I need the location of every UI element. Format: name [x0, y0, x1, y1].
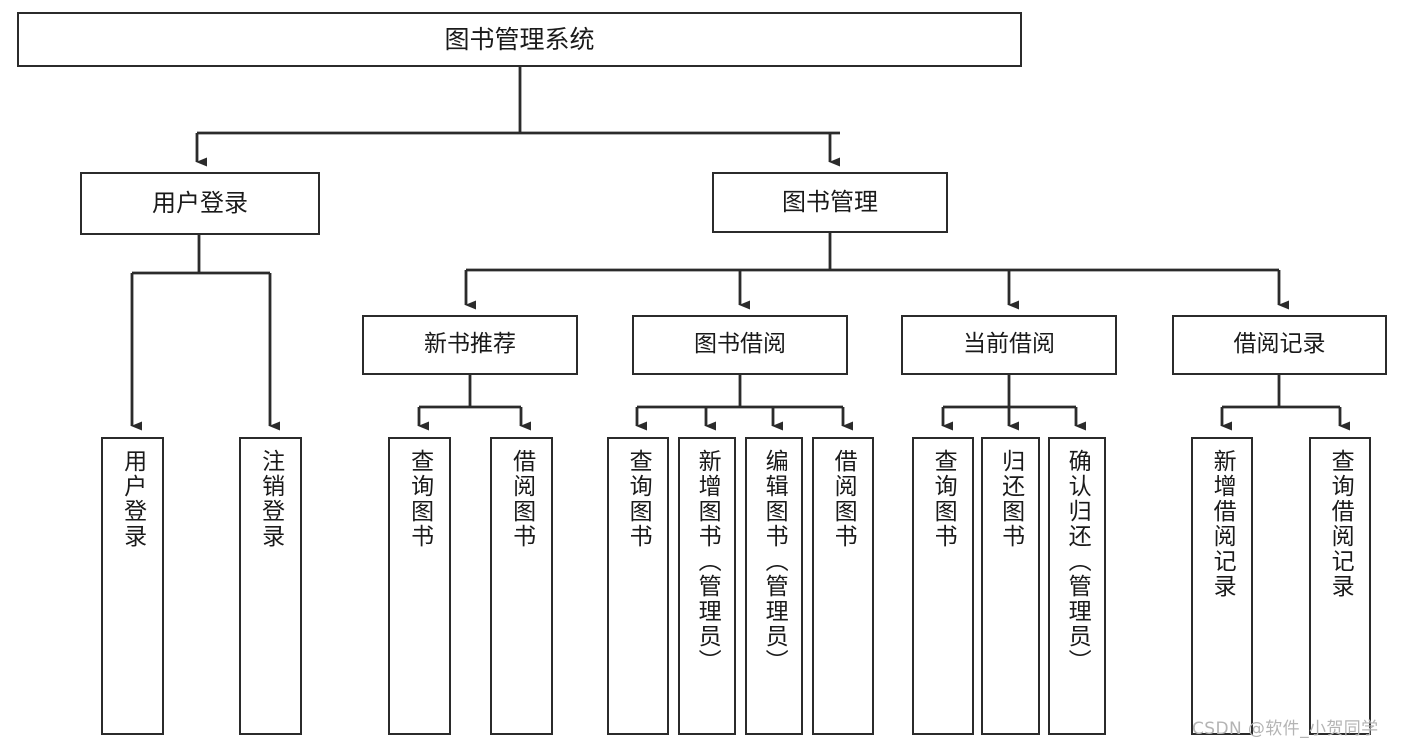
- node-user-login[interactable]: 用户登录: [80, 172, 320, 235]
- leaf-edit-book-label: 编辑图书（管理员）: [761, 449, 788, 674]
- leaf-add-book-label: 新增图书（管理员）: [694, 449, 721, 674]
- leaf-user-login-label: 用户登录: [119, 449, 146, 549]
- leaf-confirm-return[interactable]: 确认归还（管理员）: [1048, 437, 1106, 735]
- leaf-query-record-label: 查询借阅记录: [1327, 449, 1354, 599]
- leaf-add-record[interactable]: 新增借阅记录: [1191, 437, 1253, 735]
- node-user-login-label: 用户登录: [152, 189, 248, 218]
- leaf-edit-book[interactable]: 编辑图书（管理员）: [745, 437, 803, 735]
- leaf-add-record-label: 新增借阅记录: [1209, 449, 1236, 599]
- leaf-query-book-1-label: 查询图书: [406, 449, 433, 549]
- node-book-management[interactable]: 图书管理: [712, 172, 948, 233]
- leaf-borrow-book-1[interactable]: 借阅图书: [490, 437, 553, 735]
- node-current-borrow-label: 当前借阅: [963, 331, 1055, 358]
- node-new-book-recommend-label: 新书推荐: [424, 331, 516, 358]
- node-book-borrow-label: 图书借阅: [694, 331, 786, 358]
- leaf-query-book-2[interactable]: 查询图书: [607, 437, 669, 735]
- leaf-query-book-1[interactable]: 查询图书: [388, 437, 451, 735]
- node-book-management-label: 图书管理: [782, 188, 878, 217]
- leaf-query-book-3[interactable]: 查询图书: [912, 437, 974, 735]
- leaf-query-record[interactable]: 查询借阅记录: [1309, 437, 1371, 735]
- leaf-add-book[interactable]: 新增图书（管理员）: [678, 437, 736, 735]
- leaf-query-book-2-label: 查询图书: [625, 449, 652, 549]
- leaf-borrow-book-2-label: 借阅图书: [830, 449, 857, 549]
- leaf-return-book-label: 归还图书: [997, 449, 1024, 549]
- node-current-borrow[interactable]: 当前借阅: [901, 315, 1117, 375]
- leaf-query-book-3-label: 查询图书: [930, 449, 957, 549]
- leaf-return-book[interactable]: 归还图书: [981, 437, 1040, 735]
- node-borrow-record[interactable]: 借阅记录: [1172, 315, 1387, 375]
- node-new-book-recommend[interactable]: 新书推荐: [362, 315, 578, 375]
- node-root[interactable]: 图书管理系统: [17, 12, 1022, 67]
- node-book-borrow[interactable]: 图书借阅: [632, 315, 848, 375]
- node-borrow-record-label: 借阅记录: [1233, 331, 1326, 358]
- leaf-confirm-return-label: 确认归还（管理员）: [1064, 449, 1091, 674]
- leaf-user-login[interactable]: 用户登录: [101, 437, 164, 735]
- node-root-label: 图书管理系统: [444, 24, 595, 54]
- leaf-borrow-book-2[interactable]: 借阅图书: [812, 437, 874, 735]
- leaf-logout-login[interactable]: 注销登录: [239, 437, 302, 735]
- leaf-logout-login-label: 注销登录: [257, 449, 284, 549]
- leaf-borrow-book-1-label: 借阅图书: [508, 449, 535, 549]
